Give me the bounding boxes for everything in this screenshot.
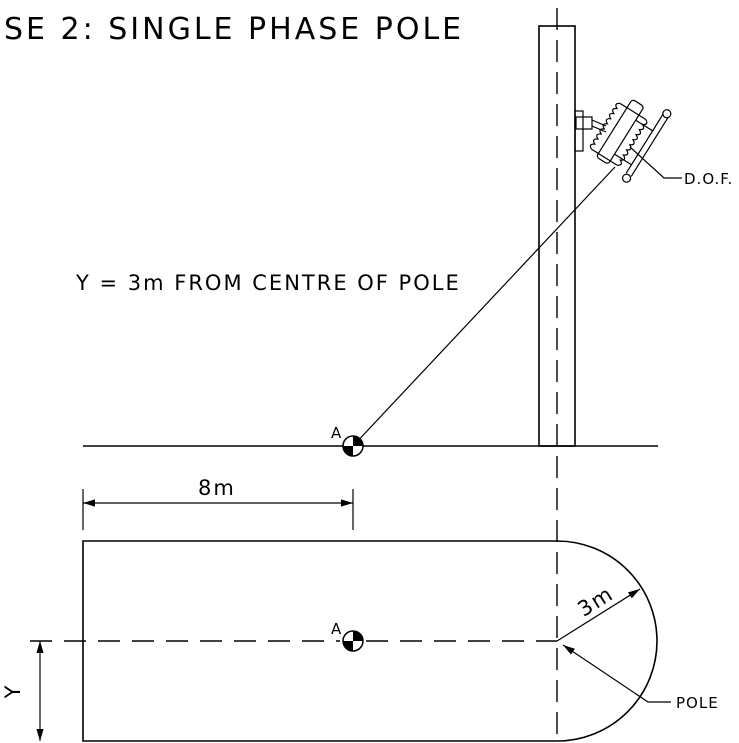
pole-label: POLE — [676, 694, 719, 712]
dim-8m-label: 8m — [198, 476, 236, 500]
sight-line — [352, 166, 616, 447]
diagram-title: SE 2: SINGLE PHASE POLE — [4, 12, 464, 47]
pole-elevation — [538, 25, 576, 447]
point-a-plan-marker — [342, 630, 364, 652]
exclusion-zone-outline — [82, 540, 658, 742]
dof-label: D.O.F. — [684, 170, 733, 188]
point-a-plan-label: A — [331, 620, 342, 638]
y-distance-note: Y = 3m FROM CENTRE OF POLE — [75, 271, 461, 295]
dof-leader — [629, 146, 682, 179]
radius-dim-line — [556, 588, 641, 642]
radius-dim-label: 3m — [573, 581, 618, 621]
drop-out-fuse — [589, 99, 672, 183]
y-dim-label: Y — [1, 684, 25, 700]
pole-leader — [562, 644, 671, 703]
point-a-elevation-label: A — [331, 424, 342, 442]
point-a-elevation-marker — [342, 435, 364, 457]
